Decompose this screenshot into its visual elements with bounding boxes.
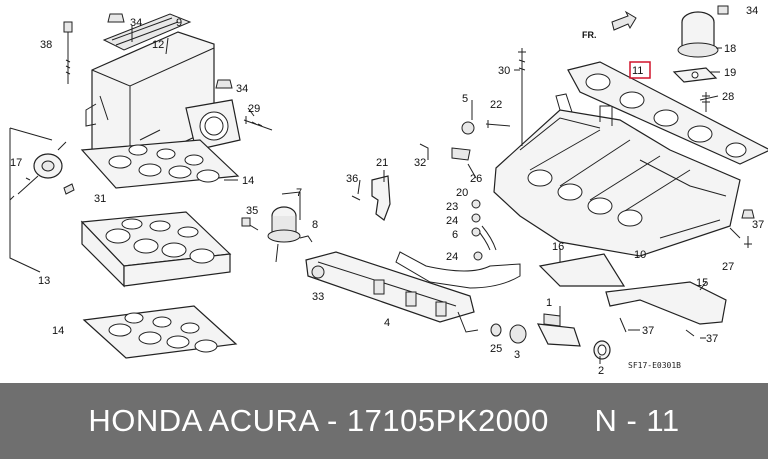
bolt-38-drawing [63,21,73,84]
label-24-lower: 24 [446,251,458,263]
label-34-top: 34 [130,17,142,29]
part-labels: 34 9 12 38 34 29 17 31 14 13 14 7 35 8 3… [10,5,764,377]
label-1: 1 [546,297,552,309]
label-27: 27 [722,261,734,273]
intake-manifold-10-drawing [493,93,741,257]
label-21: 21 [376,157,388,169]
front-direction-label: FR. [582,30,597,40]
label-36: 36 [346,173,358,185]
label-32: 32 [414,157,426,169]
bracket-15-drawing [605,281,727,325]
egr-valve-drawing [672,5,729,112]
small-fasteners-drawing [107,13,755,337]
assembly-13-bracket [9,127,53,273]
label-24-upper: 24 [446,215,458,227]
leader-lines [131,26,741,364]
label-37-a: 37 [642,325,654,337]
label-12: 12 [152,39,164,51]
label-34-mid: 34 [236,83,248,95]
label-7: 7 [296,187,302,199]
label-33: 33 [312,291,324,303]
intake-lower-13-drawing [80,211,232,288]
label-19: 19 [724,67,736,79]
label-15: 15 [696,277,708,289]
label-2: 2 [598,365,604,377]
label-5: 5 [462,93,468,105]
part-number-caption: HONDA ACURA - 17105PK2000 N - 11 [88,403,680,438]
label-37-b: 37 [706,333,718,345]
stud-30-drawing [518,48,526,146]
label-8: 8 [312,219,318,231]
label-6: 6 [452,229,458,241]
intake-chamber-drawing [85,13,241,169]
label-13: 13 [38,275,50,287]
label-29: 29 [248,103,260,115]
pressure-regulator-drawing [241,206,313,263]
label-9: 9 [176,17,182,29]
label-3: 3 [514,349,520,361]
label-38: 38 [40,39,52,51]
label-31: 31 [94,193,106,205]
bracket-16-drawing [538,253,626,287]
fuel-rail-drawing [305,251,479,333]
label-4: 4 [384,317,390,329]
chamber-gasket-lower-drawing [82,305,238,359]
label-22: 22 [490,99,502,111]
label-26: 26 [470,173,482,185]
highlight-box-11 [629,61,651,79]
label-17: 17 [10,157,22,169]
intake-manifold-exploded-diagram: FR. 34 9 12 38 34 29 17 31 14 13 14 7 35… [9,5,768,377]
fuel-injector-drawing [490,313,611,360]
diagram-reference-code: SF17-E0301B [628,361,681,370]
label-23: 23 [446,201,458,213]
label-11: 11 [632,65,643,77]
vacuum-actuator-drawing [9,141,75,201]
chamber-gasket-upper-drawing [80,139,240,189]
front-direction-arrow: FR. [582,10,637,40]
manifold-gasket-11-drawing [567,61,768,165]
fuel-return-hose-drawing [395,251,521,289]
label-18: 18 [724,43,736,55]
label-14-upper: 14 [242,175,254,187]
label-10: 10 [634,249,646,261]
label-16: 16 [552,241,564,253]
label-35: 35 [246,205,258,217]
label-30: 30 [498,65,510,77]
label-14-lower: 14 [52,325,64,337]
label-20: 20 [456,187,468,199]
bracket-21-drawing [371,175,391,221]
label-37-c: 37 [752,219,764,231]
part-number-banner: HONDA ACURA - 17105PK2000 N - 11 [0,383,768,459]
label-28: 28 [722,91,734,103]
bolt-29-drawing [243,116,273,131]
label-34-right: 34 [746,5,758,17]
label-25: 25 [490,343,502,355]
